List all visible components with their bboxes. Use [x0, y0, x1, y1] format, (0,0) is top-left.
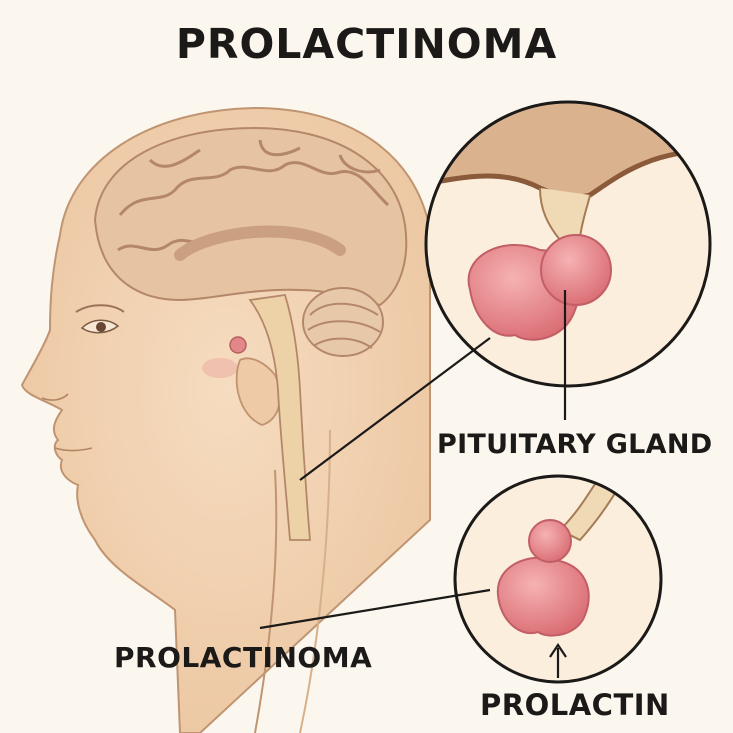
- leader-line-head: [299, 337, 491, 481]
- brain: [93, 126, 408, 541]
- label-prolactin: PROLACTIN: [480, 688, 670, 722]
- prolactin-inset: [453, 474, 663, 684]
- arrowhead-icon: [549, 643, 567, 658]
- label-prolactinoma: PROLACTINOMA: [114, 641, 373, 674]
- page-title: PROLACTINOMA: [175, 20, 558, 68]
- label-pituitary-gland: PITUITARY GLAND: [437, 429, 713, 460]
- leader-line-prolactinoma: [259, 588, 491, 630]
- pituitary-inset: [424, 100, 712, 388]
- leader-lines: [259, 290, 567, 678]
